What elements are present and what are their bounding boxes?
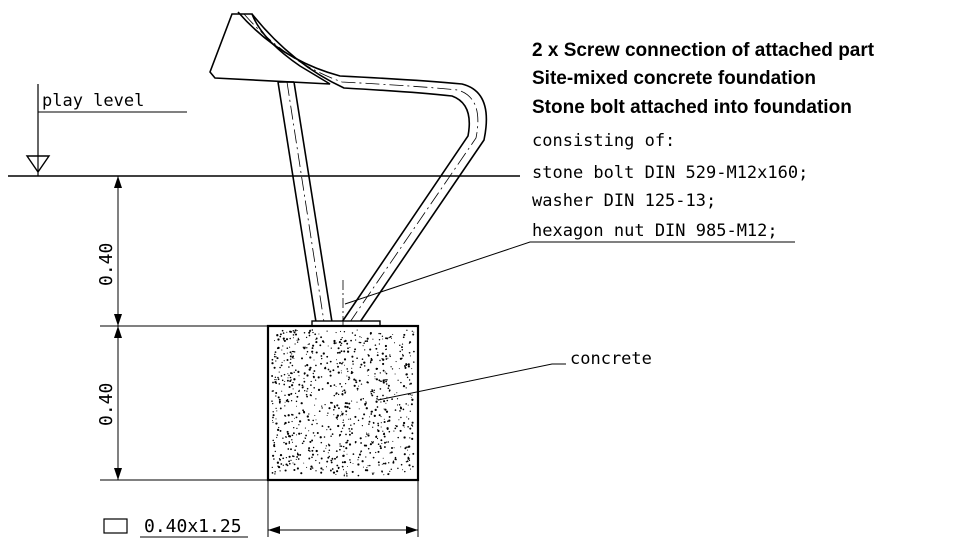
concrete-leader [377, 363, 566, 401]
heading-screw-connection: 2 x Screw connection of attached part [532, 40, 875, 61]
slide-seat-outer [237, 11, 488, 323]
consisting-label: consisting of: [532, 131, 675, 151]
concrete-hatch [271, 329, 415, 477]
foundation-size-label: 0.40x1.25 [144, 516, 242, 537]
play-level-marker: play level [25, 84, 187, 176]
triangle-down-icon [25, 155, 51, 174]
depth-dimension: 0.40 0.40 [96, 176, 268, 481]
play-level-label: play level [42, 91, 144, 111]
depth-upper-label: 0.40 [96, 243, 117, 286]
slide-seat-inner [251, 13, 471, 323]
heading-stone-bolt: Stone bolt attached into foundation [532, 97, 852, 118]
rectangle-outline-icon [103, 518, 128, 534]
support-leg-left [277, 81, 333, 323]
bolt-leader [344, 241, 795, 305]
bolt-spec-label: stone bolt DIN 529-M12x160; [532, 163, 808, 183]
nut-spec-label: hexagon nut DIN 985-M12; [532, 221, 778, 241]
depth-lower-label: 0.40 [96, 383, 117, 426]
width-dimension: 0.40x1.25 [103, 480, 419, 538]
washer-spec-label: washer DIN 125-13; [532, 191, 716, 211]
slide-seat-centerline [243, 13, 479, 323]
heading-concrete-foundation: Site-mixed concrete foundation [532, 68, 816, 89]
concrete-label: concrete [570, 349, 652, 369]
slide-seat [209, 13, 331, 85]
